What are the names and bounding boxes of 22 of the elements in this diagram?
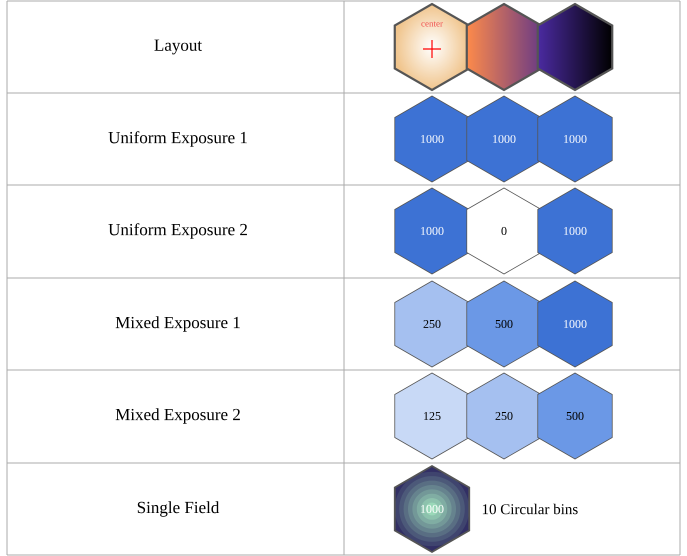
hexagon: 250 xyxy=(394,280,470,368)
hexagon: 0 xyxy=(466,188,542,274)
hexagon: 1000 xyxy=(466,96,542,182)
row-label: Mixed Exposure 2 xyxy=(116,408,240,424)
hexagon: 1000 xyxy=(537,188,613,274)
row-label: Layout xyxy=(154,40,202,54)
hexagon: 1000 xyxy=(394,96,470,182)
node-label: 10 Circular bins xyxy=(482,504,578,514)
hexagon: center xyxy=(394,2,470,92)
row-label: Uniform Exposure 2 xyxy=(108,223,247,239)
row-label: Single Field xyxy=(138,501,220,517)
hexagon: 500 xyxy=(466,280,542,368)
hexagon: 250 xyxy=(466,372,542,460)
hexagon: 125 xyxy=(394,372,470,460)
row-label: Uniform Exposure 1 xyxy=(108,131,247,147)
hexagon xyxy=(466,2,542,92)
row-label: Mixed Exposure 1 xyxy=(116,316,240,332)
hexagon: 1000 xyxy=(394,188,470,274)
hexagon: 1000 xyxy=(537,96,613,182)
hexagon: 500 xyxy=(537,372,613,460)
hexagon: 1000 xyxy=(537,280,613,368)
hexagon xyxy=(536,2,614,92)
